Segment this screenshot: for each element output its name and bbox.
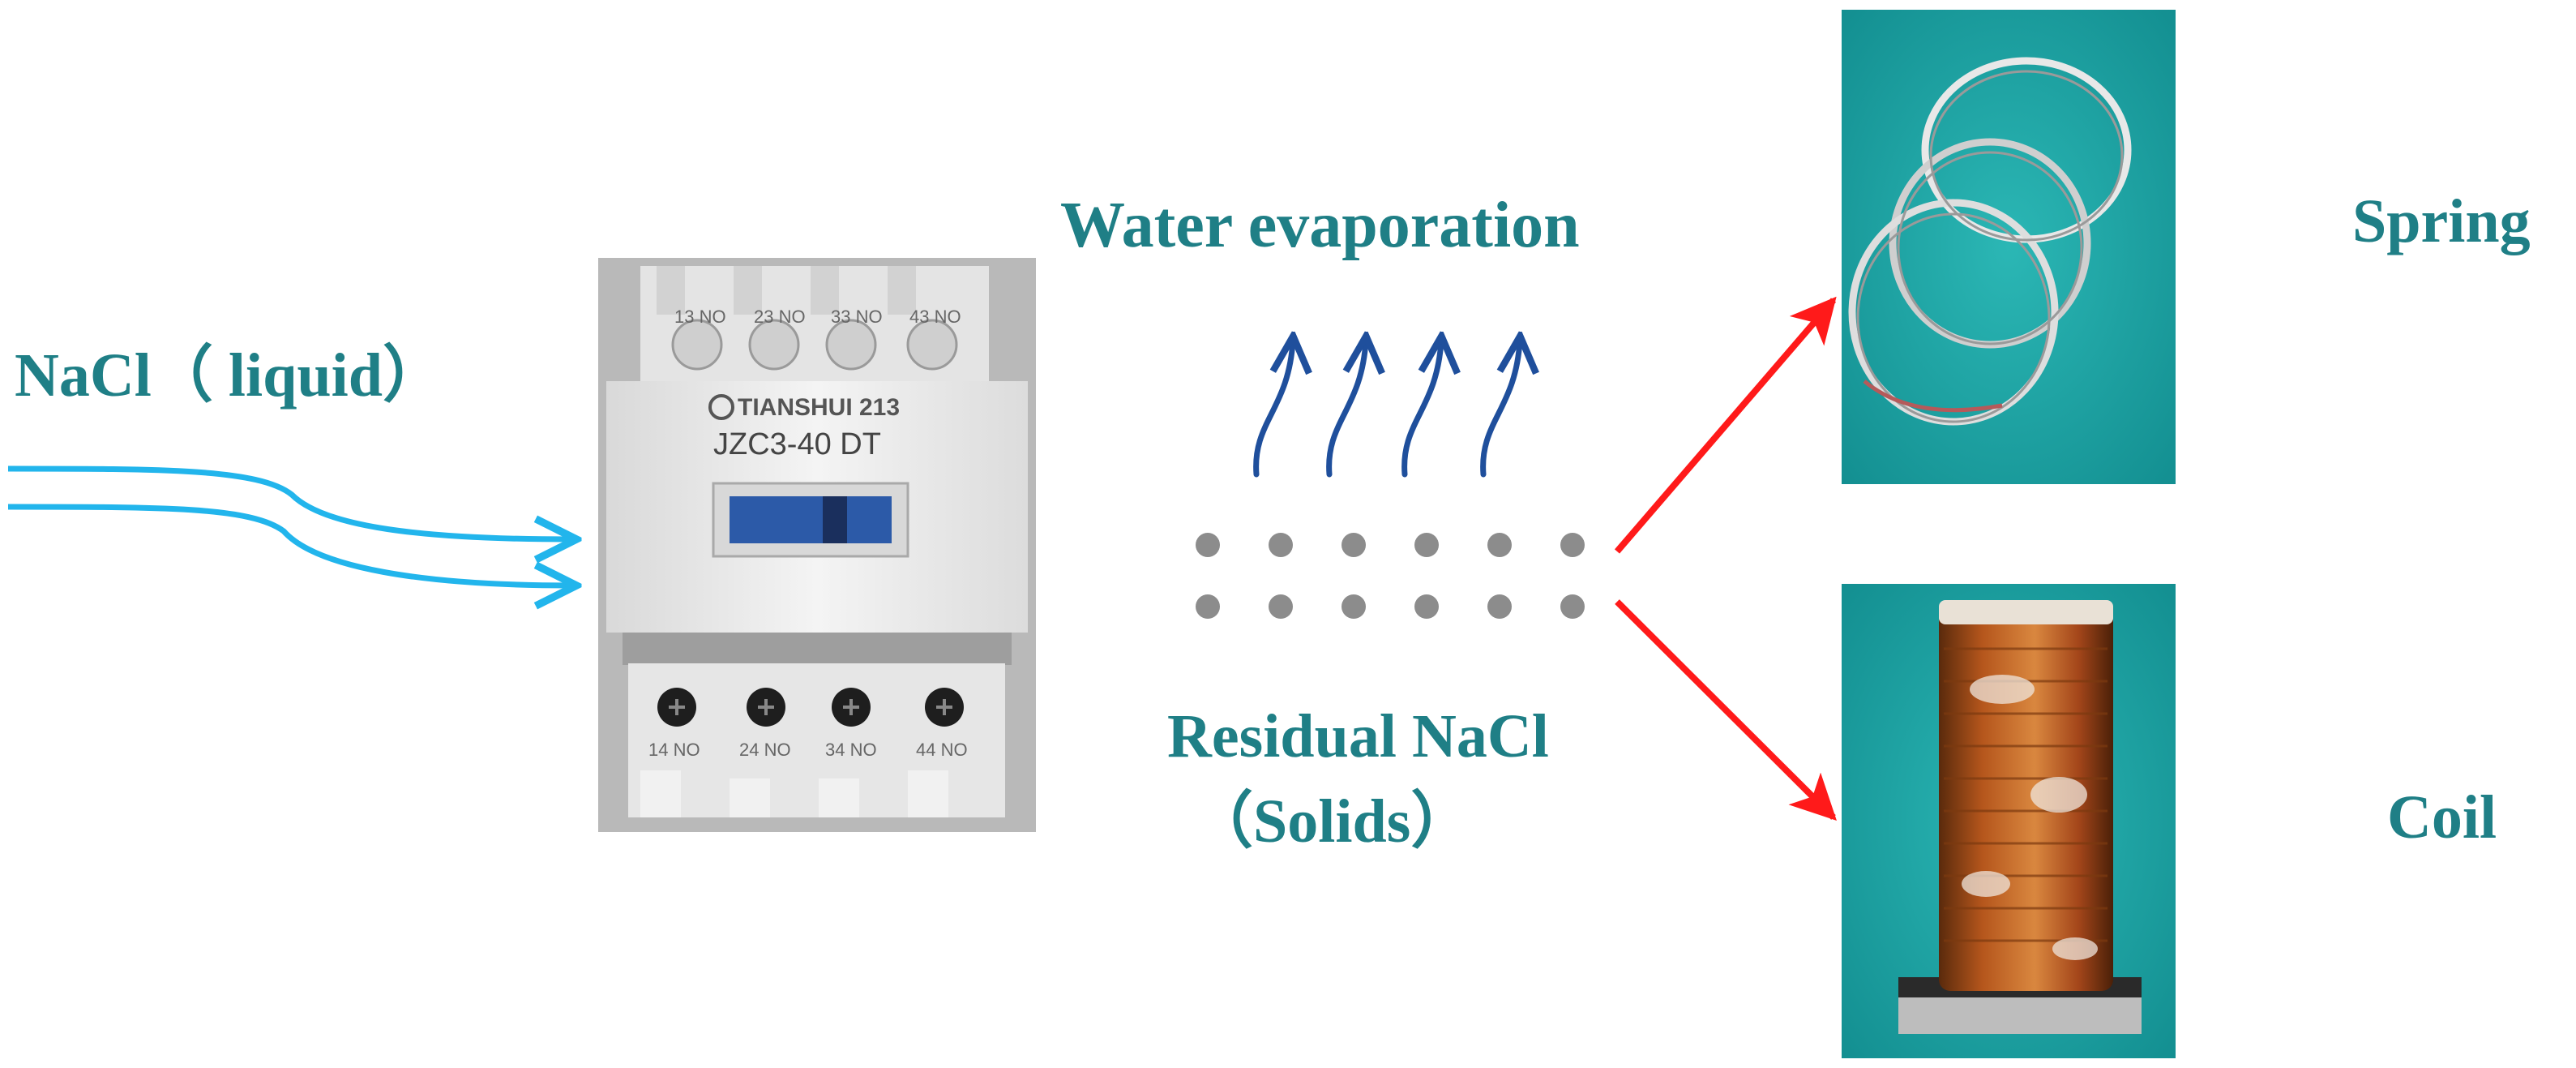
- nacl-liquid-label: NaCl（ liquid）: [15, 341, 445, 410]
- terminal-label-bottom-4: 44 NO: [916, 740, 968, 760]
- spring-label: Spring: [2352, 187, 2531, 255]
- evaporation-arrow-2: [1326, 341, 1366, 478]
- coil-photo: [1842, 584, 2176, 1058]
- evaporation-arrow-4: [1480, 341, 1520, 478]
- terminal-label-top-2: 23 NO: [754, 307, 806, 327]
- terminal-label-bottom-1: 14 NO: [648, 740, 700, 760]
- coil-label: Coil: [2387, 783, 2497, 851]
- arrow-to-coil: [1615, 599, 1837, 821]
- contactor-logo: TIANSHUI 213: [708, 394, 900, 421]
- evaporation-arrow-1: [1253, 341, 1293, 478]
- terminal-label-bottom-3: 34 NO: [825, 740, 877, 760]
- water-evaporation-label: Water evaporation: [1060, 190, 1580, 261]
- liquid-flow-arrow-top: [7, 465, 571, 539]
- residual-nacl-dots: [1196, 533, 1585, 619]
- terminal-label-top-4: 43 NO: [909, 307, 961, 327]
- contactor-model: JZC3-40 DT: [713, 427, 881, 461]
- liquid-flow-arrow-bottom: [7, 504, 571, 585]
- bottom-terminal-screws: [657, 688, 964, 727]
- contactor-brand: TIANSHUI 213: [738, 394, 900, 421]
- red-arrows: [1614, 296, 1837, 821]
- residual-nacl-label: Residual NaCl: [1167, 702, 1549, 770]
- evaporation-arrow-3: [1401, 341, 1441, 478]
- evaporation-arrows: [1253, 341, 1520, 478]
- terminal-label-top-1: 13 NO: [674, 307, 726, 327]
- terminal-label-bottom-2: 24 NO: [739, 740, 791, 760]
- solids-label: （Solids）: [1192, 787, 1473, 856]
- liquid-flow-arrows: [7, 465, 571, 585]
- terminal-label-top-3: 33 NO: [831, 307, 883, 327]
- arrow-to-spring: [1614, 296, 1837, 554]
- contactor-photo: TIANSHUI 213 JZC3-40 DT: [598, 258, 1036, 832]
- spring-photo: [1842, 10, 2176, 484]
